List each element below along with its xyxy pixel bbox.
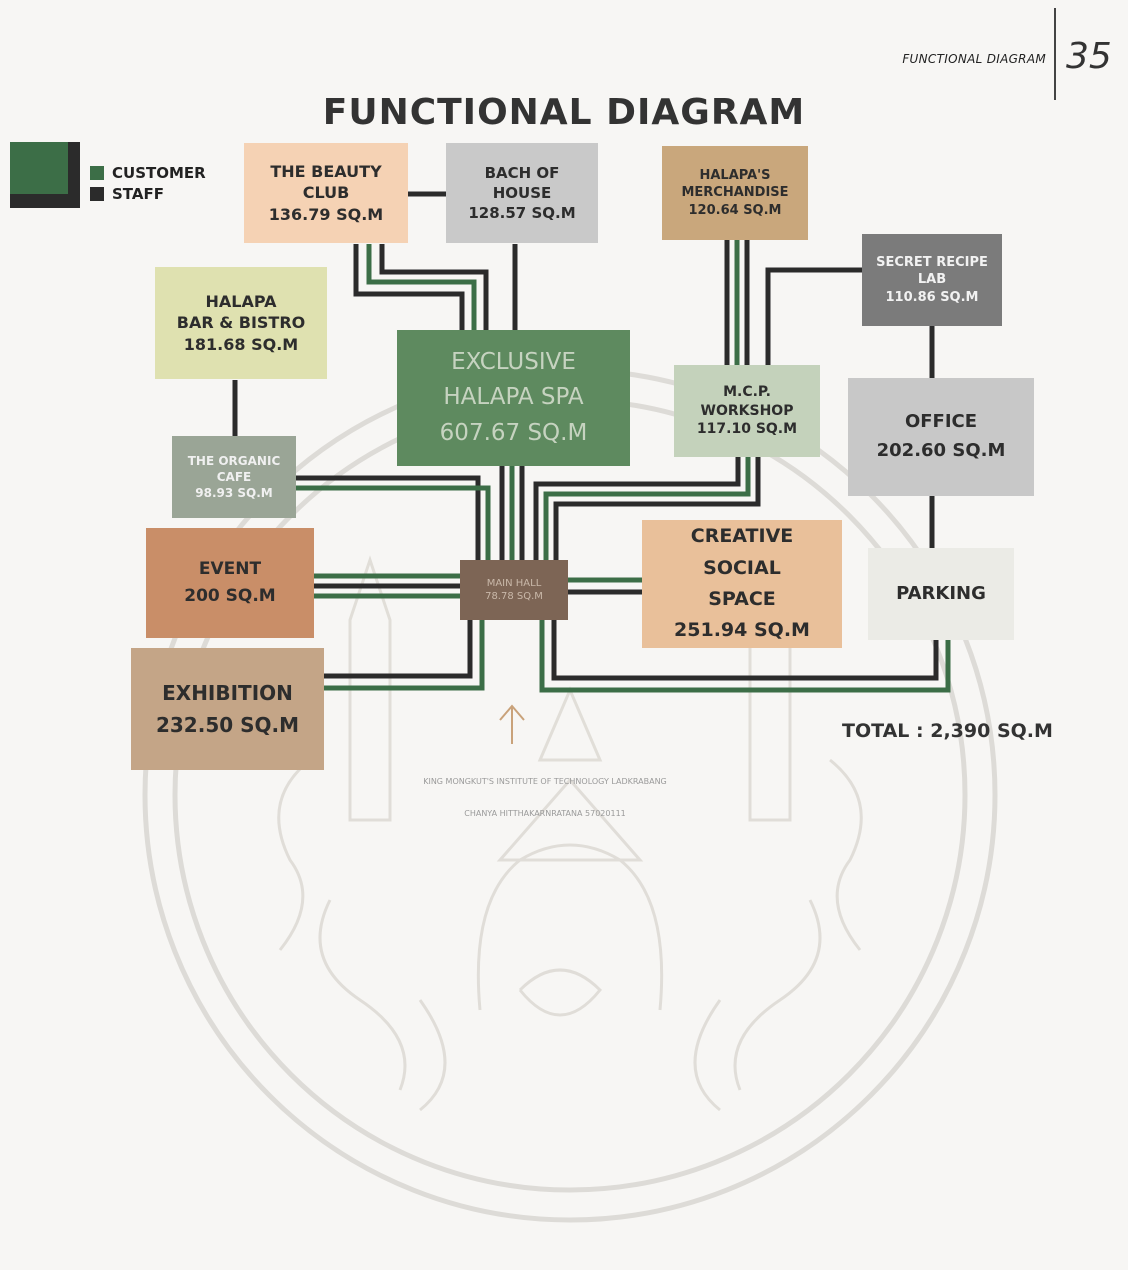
- room-name: SECRET RECIPE: [876, 254, 988, 270]
- room-merchandise: HALAPA'S MERCHANDISE 120.64 SQ.M: [662, 146, 808, 240]
- room-area: 117.10 SQ.M: [696, 421, 798, 438]
- room-name: HOUSE: [492, 183, 552, 202]
- room-organic-cafe: THE ORGANIC CAFE 98.93 SQ.M: [172, 436, 296, 518]
- room-name: M.C.P.: [723, 383, 771, 400]
- room-name: CAFE: [216, 469, 252, 484]
- room-name: HALAPA: [205, 291, 277, 311]
- legend-staff-label: STAFF: [112, 185, 164, 203]
- room-area: 120.64 SQ.M: [688, 202, 782, 218]
- legend-swatch-inner: [10, 142, 68, 194]
- room-name: SOCIAL: [703, 556, 781, 579]
- room-exhibition: EXHIBITION 232.50 SQ.M: [131, 648, 324, 770]
- room-area: 110.86 SQ.M: [885, 289, 979, 305]
- room-spa: EXCLUSIVE HALAPA SPA 607.67 SQ.M: [397, 330, 630, 466]
- credit-line-2: CHANYA HITTHAKARNRATANA 57020111: [464, 809, 626, 818]
- room-main-hall: MAIN HALL 78.78 SQ.M: [460, 560, 568, 620]
- page-number: 35: [1066, 36, 1112, 77]
- room-bar-bistro: HALAPA BAR & BISTRO 181.68 SQ.M: [155, 267, 327, 379]
- room-area: 136.79 SQ.M: [268, 204, 384, 224]
- room-area: 181.68 SQ.M: [183, 334, 299, 354]
- page-title: FUNCTIONAL DIAGRAM: [322, 92, 806, 133]
- room-name: LAB: [917, 272, 947, 288]
- room-name: HALAPA'S: [699, 167, 771, 183]
- room-area: 78.78 SQ.M: [485, 591, 543, 602]
- room-name: CREATIVE: [690, 525, 794, 548]
- room-name: MAIN HALL: [486, 577, 542, 589]
- room-name: EXCLUSIVE: [451, 348, 576, 375]
- room-office: OFFICE 202.60 SQ.M: [848, 378, 1034, 496]
- legend-customer-label: CUSTOMER: [112, 164, 206, 182]
- room-name: THE BEAUTY: [270, 161, 382, 181]
- room-area: 98.93 SQ.M: [195, 486, 273, 501]
- header-divider: [1054, 8, 1056, 100]
- room-workshop: M.C.P. WORKSHOP 117.10 SQ.M: [674, 365, 820, 457]
- room-name: EVENT: [198, 558, 262, 579]
- customer-color-icon: [90, 166, 104, 180]
- room-recipe-lab: SECRET RECIPE LAB 110.86 SQ.M: [862, 234, 1002, 326]
- legend-customer: CUSTOMER: [90, 164, 206, 182]
- section-label: FUNCTIONAL DIAGRAM: [902, 52, 1046, 66]
- room-area: 607.67 SQ.M: [439, 419, 588, 446]
- room-area: 200 SQ.M: [184, 586, 276, 606]
- room-back-of-house: BACH OF HOUSE 128.57 SQ.M: [446, 143, 598, 243]
- room-name: CLUB: [302, 183, 350, 203]
- room-name: WORKSHOP: [700, 402, 794, 419]
- link-lab-workshop: [765, 267, 862, 365]
- link-hall-parking: [539, 620, 951, 693]
- credit-line-1: KING MONGKUT'S INSTITUTE OF TECHNOLOGY L…: [423, 777, 667, 786]
- room-area: 128.57 SQ.M: [468, 204, 576, 223]
- room-name: SPACE: [708, 588, 776, 610]
- link-hall-exhibition: [324, 620, 473, 679]
- room-area: 232.50 SQ.M: [155, 713, 300, 737]
- room-event: EVENT 200 SQ.M: [146, 528, 314, 638]
- room-name: MERCHANDISE: [681, 185, 789, 201]
- room-creative-space: CREATIVE SOCIAL SPACE 251.94 SQ.M: [642, 520, 842, 648]
- room-area: 202.60 SQ.M: [876, 440, 1006, 461]
- room-name: PARKING: [896, 582, 986, 604]
- staff-color-icon: [90, 187, 104, 201]
- room-area: 251.94 SQ.M: [674, 619, 810, 642]
- room-name: EXHIBITION: [162, 681, 293, 705]
- link-cafe-hall: [296, 475, 481, 560]
- room-name: HALAPA SPA: [443, 384, 584, 411]
- room-beauty-club: THE BEAUTY CLUB 136.79 SQ.M: [244, 143, 408, 243]
- room-name: BAR & BISTRO: [176, 313, 306, 333]
- room-name: BACH OF: [484, 163, 560, 182]
- room-parking: PARKING: [868, 548, 1014, 640]
- room-name: THE ORGANIC: [187, 453, 281, 468]
- north-arrow-icon: [499, 704, 525, 744]
- legend-staff: STAFF: [90, 185, 164, 203]
- link-beauty-spa: [353, 244, 465, 330]
- total-area: TOTAL : 2,390 SQ.M: [842, 720, 1053, 742]
- room-name: OFFICE: [904, 411, 978, 433]
- link-workshop-hall: [533, 456, 741, 560]
